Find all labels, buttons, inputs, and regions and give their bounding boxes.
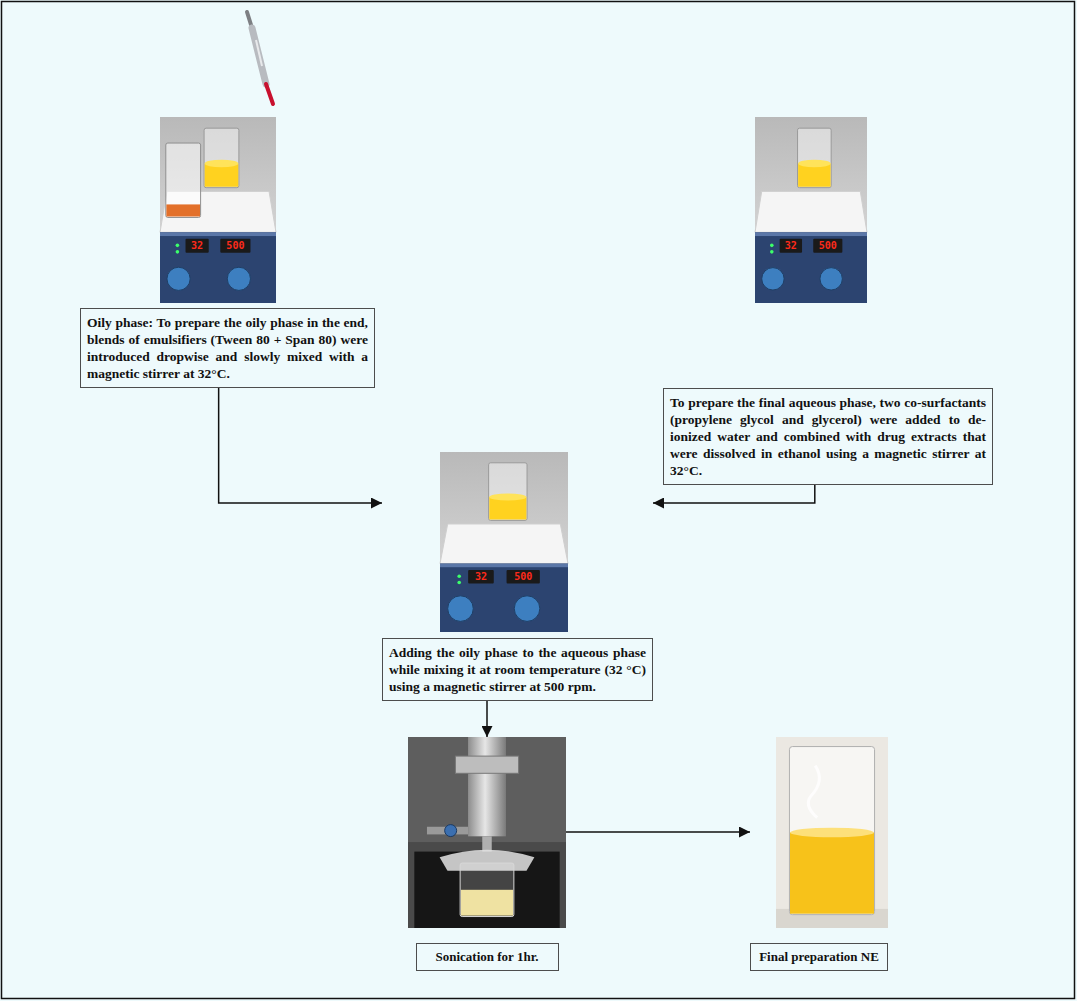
stirrer-photo: [755, 117, 867, 303]
display-reading: 32: [461, 570, 501, 584]
photo-background: [776, 737, 888, 928]
status-led: [457, 581, 461, 585]
control-knob: [448, 596, 474, 622]
status-led: [176, 244, 180, 248]
pipette-tip: [266, 84, 273, 104]
status-led: [176, 250, 180, 254]
glass-beaker: [460, 863, 514, 916]
sonicator-photo: [408, 737, 566, 928]
process-box: Oily phase: To prepare the oily phase in…: [80, 308, 375, 388]
step-text: To prepare the final aqueous phase, two …: [670, 394, 986, 479]
horn-collar: [455, 756, 518, 773]
flow-arrow: [566, 831, 750, 833]
process-box: To prepare the final aqueous phase, two …: [663, 388, 993, 485]
pale-emulsion: [461, 890, 513, 916]
control-knob: [167, 267, 190, 290]
glass-beaker: [789, 747, 874, 915]
pipette-icon: [247, 12, 273, 104]
step-text: Adding the oily phase to the aqueous pha…: [389, 644, 646, 695]
panel-edge: [755, 232, 867, 236]
panel-edge: [440, 564, 568, 568]
text-frame: Adding the oily phase to the aqueous pha…: [382, 638, 653, 701]
photo-background: [160, 117, 276, 303]
photo-background: [408, 737, 566, 842]
final-beaker-photo: [776, 737, 888, 928]
control-panel: [160, 232, 276, 303]
stirrer-photo: [160, 117, 276, 303]
flow-arrow: [653, 485, 815, 503]
pipette-shine: [256, 40, 262, 66]
display-reading: 32: [177, 239, 217, 253]
stirrer-plate: [440, 524, 568, 564]
glass-beaker: [204, 128, 239, 188]
control-knob: [762, 268, 784, 290]
control-knob: [227, 267, 250, 290]
status-led: [770, 244, 774, 248]
emulsion-surface: [790, 828, 874, 838]
sonicator-horn: [468, 737, 506, 836]
liquid-surface: [489, 493, 526, 500]
step-text: Oily phase: To prepare the oily phase in…: [87, 314, 368, 382]
status-led: [770, 250, 774, 254]
display-reading: 500: [503, 570, 543, 584]
orange-oil-phase: [166, 204, 200, 216]
clamp-knob: [445, 825, 457, 837]
control-knob: [514, 596, 540, 622]
display-reading: 32: [771, 239, 811, 253]
yellow-emulsion: [790, 833, 874, 914]
stir-rod-glint: [808, 766, 819, 818]
step-box: Sonication for 1hr.: [408, 737, 566, 971]
foam-holder: [414, 852, 559, 928]
stirrer-photo: [440, 452, 568, 632]
control-knob: [820, 268, 842, 290]
display-reading: 500: [808, 239, 848, 253]
photo-background: [408, 737, 566, 928]
pipette-body: [252, 28, 266, 84]
glass-beaker: [489, 463, 527, 521]
stirrer-plate: [755, 191, 867, 232]
glass-beaker: [798, 128, 832, 188]
text-frame: Sonication for 1hr.: [416, 943, 559, 971]
step-text: Sonication for 1hr.: [421, 949, 554, 965]
status-led: [457, 574, 461, 578]
flow-arrow: [486, 701, 488, 737]
liquid-surface: [798, 160, 830, 167]
step-text: Final preparation NE: [755, 949, 883, 965]
glass-beaker: [166, 143, 201, 217]
panel-edge: [160, 232, 276, 236]
display-reading: 500: [215, 239, 255, 253]
liquid-surface: [205, 160, 239, 167]
control-panel: [440, 564, 568, 632]
photo-background: [440, 452, 568, 632]
photo-background: [755, 117, 867, 303]
text-frame: Final preparation NE: [750, 943, 888, 971]
step-box: Final preparation NE: [750, 737, 888, 971]
flow-arrow: [219, 388, 382, 503]
control-panel: [755, 232, 867, 303]
